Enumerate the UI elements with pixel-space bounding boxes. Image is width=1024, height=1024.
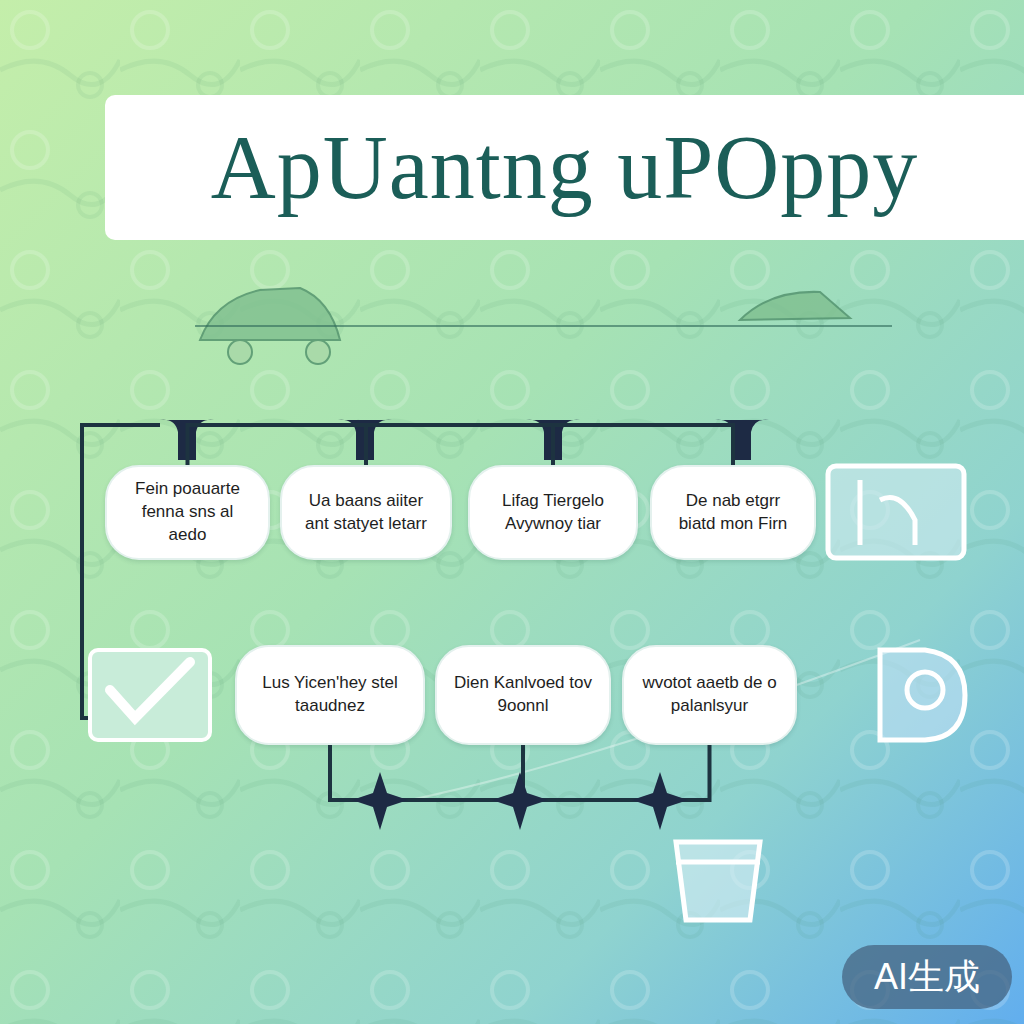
node-text: Lifag Tiergelo Avywnoy tiar (484, 490, 622, 536)
rule-line (195, 325, 892, 327)
check-box (90, 650, 210, 740)
connector (366, 425, 553, 465)
process-pill: Dien Kanlvoed tov 9oonnl (435, 645, 611, 745)
watermark-badge: AI生成 (842, 945, 1012, 1009)
node-text: Ua baans aiiter ant statyet letarr (296, 490, 436, 536)
title-text: ApUantng uPOppy (211, 116, 919, 219)
process-pill: De nab etgrr biatd mon Firn (650, 465, 816, 560)
title-bar: ApUantng uPOppy (105, 95, 1024, 240)
connector (188, 425, 367, 465)
node-text: De nab etgrr biatd mon Firn (666, 490, 800, 536)
faint-curve (410, 640, 920, 800)
process-pill: Fein poauarte fenna sns al aedo (105, 465, 270, 560)
watermark-text: AI生成 (874, 953, 980, 1002)
connector (553, 425, 733, 465)
process-pill: Lifag Tiergelo Avywnoy tiar (468, 465, 638, 560)
device-icon (828, 466, 964, 558)
process-pill: wvotot aaetb de o palanlsyur (622, 645, 797, 745)
connector (523, 745, 710, 800)
node-text: Dien Kanlvoed tov 9oonnl (451, 672, 595, 718)
process-pill: Ua baans aiiter ant statyet letarr (280, 465, 452, 560)
node-text: wvotot aaetb de o palanlsyur (638, 672, 781, 718)
connector (330, 745, 523, 800)
process-pill: Lus Yicen'hey stel taaudnez (235, 645, 425, 745)
circle-icon (880, 650, 965, 740)
node-text: Fein poauarte fenna sns al aedo (121, 478, 254, 547)
node-text: Lus Yicen'hey stel taaudnez (251, 672, 409, 718)
cup-icon (676, 842, 760, 920)
